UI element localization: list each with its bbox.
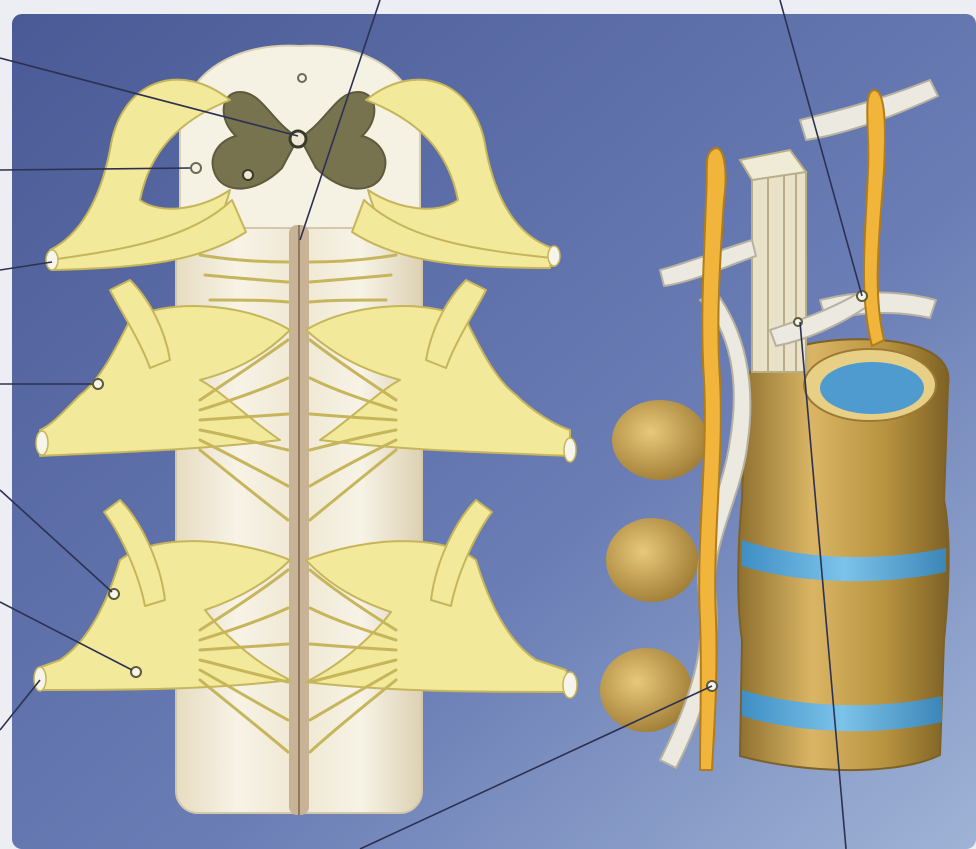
central-canal bbox=[290, 131, 306, 147]
transverse-process bbox=[612, 400, 708, 480]
marker-dot bbox=[243, 170, 253, 180]
marker-dot bbox=[298, 74, 306, 82]
marker-dot bbox=[191, 163, 201, 173]
transverse-process bbox=[606, 518, 698, 602]
spinal-canal bbox=[820, 362, 924, 414]
